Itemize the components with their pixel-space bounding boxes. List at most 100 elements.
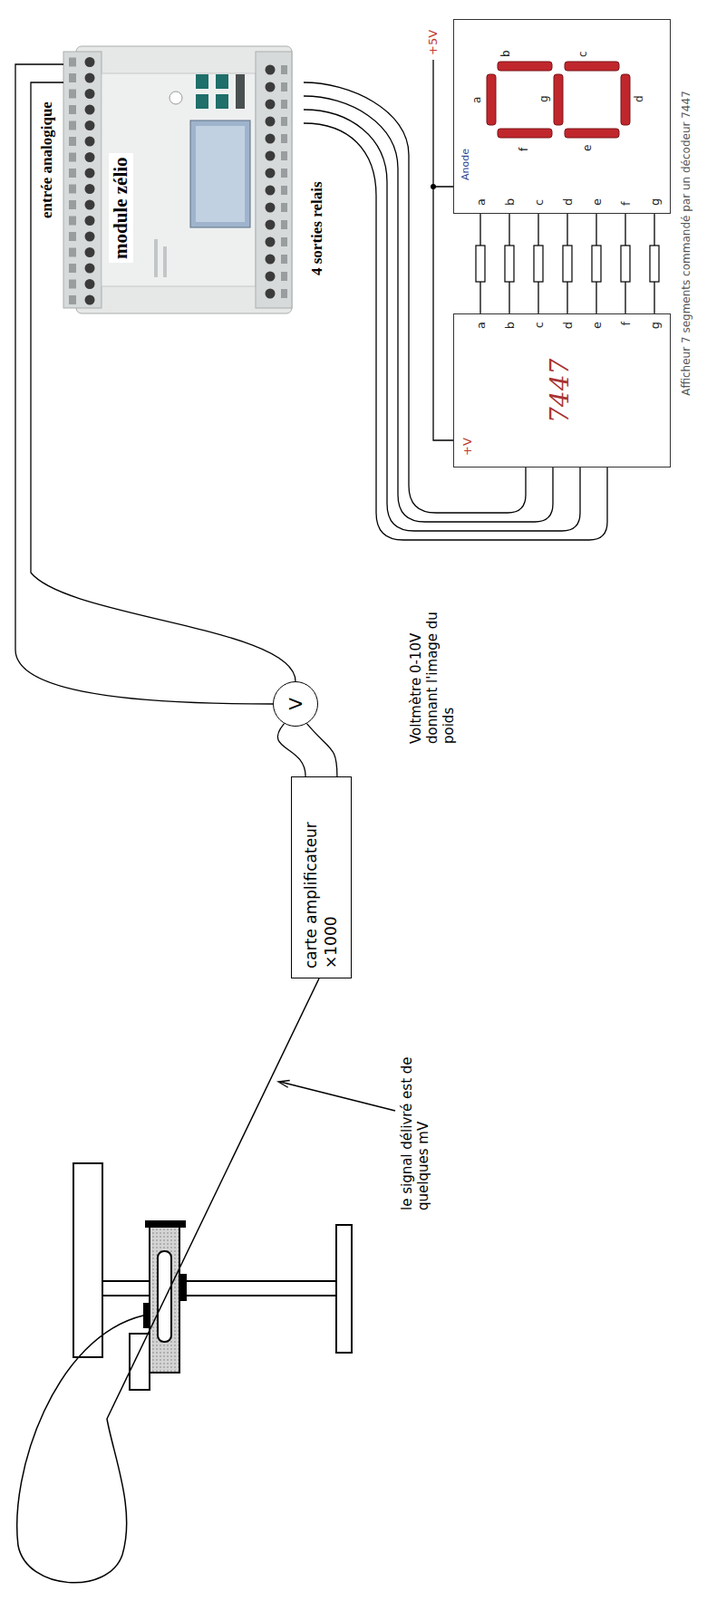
zelio-module: module zélio [63,46,304,314]
terminal-hole [280,289,288,299]
terminal-hole [68,263,77,273]
terminal-screw [265,220,276,231]
post-collar [179,1274,187,1302]
pin-label: b [503,321,517,330]
module-button [195,74,209,89]
zelio-photo [63,46,292,314]
terminal-screw [85,57,96,68]
terminal-screw [265,151,276,162]
terminal-hole [68,105,77,115]
amplifier-box: carte amplificateur ×1000 [290,776,352,979]
pin-label: c [532,321,546,329]
segment-label: b [499,49,513,58]
terminal-screw [85,88,96,99]
module-button [235,74,245,109]
seven-segment-display: Anodeabcdefgabcdefg [453,19,671,214]
leader-arrowhead [278,1081,291,1089]
leader-line [280,1082,396,1112]
terminal-screw [85,247,96,258]
terminal-screw [85,120,96,131]
terminal-hole [68,248,77,258]
beam-clamp [145,1220,186,1229]
terminal-screw [265,237,276,248]
stand-post [102,1281,337,1297]
terminal-hole [280,254,288,264]
display-segment [497,61,553,71]
terminal-screw [85,152,96,163]
module-name: module zélio [108,153,134,263]
resistor-symbol [504,245,514,282]
terminal-hole [280,237,288,247]
terminal-hole [68,121,77,131]
pin-label: f [619,321,633,327]
terminal-hole [280,185,288,195]
resistor-symbol [591,245,601,282]
terminal-screw [265,271,276,282]
display-segment [620,74,630,126]
pin-label: g [648,198,662,206]
stand-base [336,1225,352,1354]
module-marking [154,239,158,278]
terminal-hole [280,271,288,281]
terminal-hole [280,168,288,178]
lcd-frame [190,120,251,228]
port-label: 4 sorties relais [308,181,327,276]
pin-label: d [561,321,575,330]
terminal-screw [85,136,96,147]
pin-label: f [619,201,633,206]
box-text: V [284,697,308,711]
terminal-hole [68,136,77,146]
box-text: carte amplificateur ×1000 [301,786,341,969]
voltmeter-circle: V [272,681,319,727]
terminal-hole [280,99,288,109]
resistor-symbol [475,245,485,282]
weighing-pan [129,1334,150,1391]
pin-label: +V [460,437,475,456]
resistor-symbol [649,245,659,282]
module-button [215,94,229,109]
terminal-screw [85,105,96,116]
resistor-symbol [562,245,572,282]
module-button [169,91,183,105]
pin-label: d [561,198,575,206]
seven-segment-digit [454,18,672,214]
pin-label: e [590,198,604,206]
display-segment [564,61,620,71]
terminal-hole [68,58,77,68]
resistor-symbol [533,245,543,282]
terminal-block [63,51,102,309]
terminal-screw [85,215,96,226]
terminal-hole [68,200,77,210]
terminal-screw [85,279,96,290]
module-housing [76,46,292,314]
wire [433,186,454,441]
pin-label: e [590,321,604,330]
terminal-screw [265,116,276,127]
pin-label: b [503,198,517,206]
note-text: le signal délivré est de quelques mV [398,1016,432,1211]
terminal-screw [85,263,96,274]
terminal-hole [280,220,288,230]
pin-label: a [474,321,488,330]
terminal-hole [68,184,77,194]
pin-label: c [532,199,546,206]
module-marking [163,246,167,278]
segment-label: d [632,95,646,103]
wire [277,724,306,777]
pin-label: g [648,321,662,330]
terminal-hole [68,168,77,178]
load-cell-beam [149,1221,180,1374]
terminal-hole [68,153,77,163]
terminal-hole [68,73,77,83]
terminal-screw [85,295,96,306]
terminal-screw [265,168,276,179]
terminal-screw [265,185,276,196]
relay-terminal-block [255,51,292,309]
segment-label: f [517,147,531,152]
display-segment [497,128,553,138]
terminal-screw [85,168,96,179]
figure-caption: Afficheur 7 segments commandé par un déc… [679,19,693,468]
